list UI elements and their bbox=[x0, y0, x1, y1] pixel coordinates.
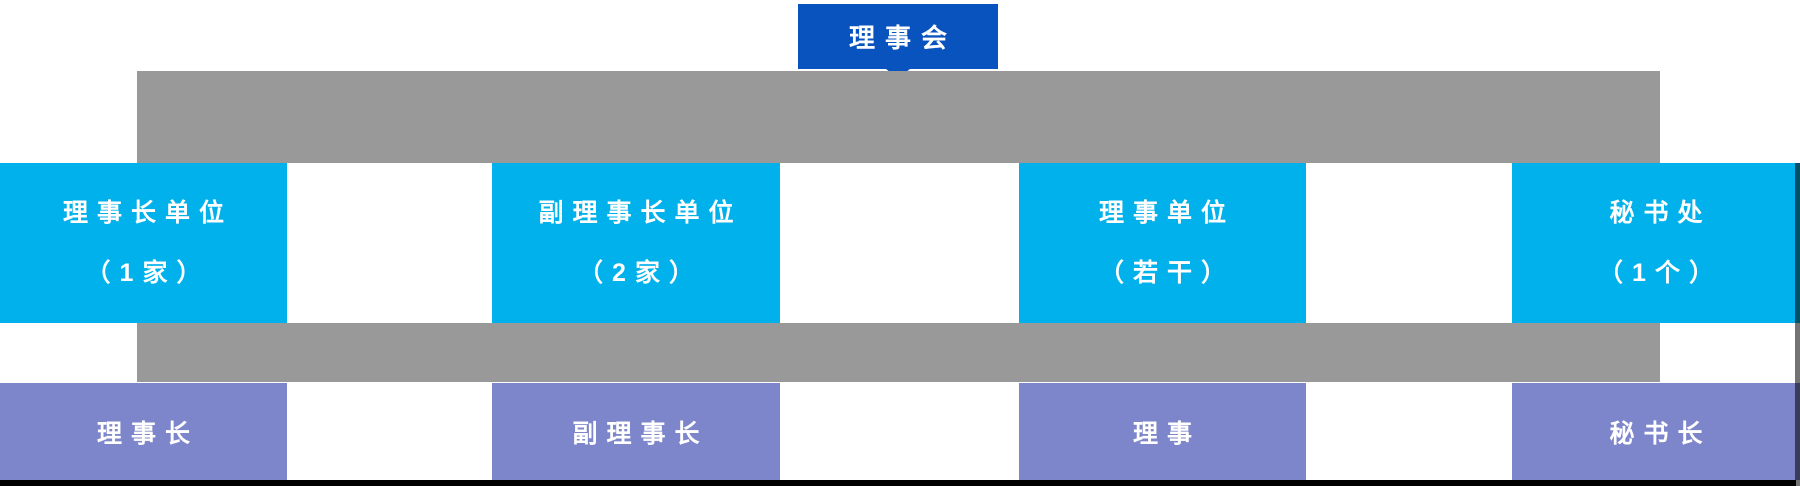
right-edge-shade bbox=[1795, 163, 1800, 486]
connector-bar-bottom bbox=[137, 323, 1660, 382]
unit-box-count: （2家） bbox=[578, 259, 703, 287]
role-box-secretary-general: 秘书长 bbox=[1512, 383, 1800, 480]
unit-box-chairman-unit: 理事长单位 （1家） bbox=[0, 163, 287, 323]
unit-box-director-unit: 理事单位 （若干） bbox=[1019, 163, 1306, 323]
unit-box-secretariat: 秘书处 （1个） bbox=[1512, 163, 1800, 323]
role-box-label: 理事 bbox=[1132, 419, 1201, 448]
unit-box-count: （1家） bbox=[85, 259, 211, 287]
unit-box-title: 理事单位 bbox=[1098, 199, 1235, 227]
root-node-label: 理事会 bbox=[848, 23, 957, 53]
connector-bar-top bbox=[137, 71, 1660, 163]
unit-box-vice-chairman-unit: 副理事长单位 （2家） bbox=[492, 163, 780, 323]
baseline-rule bbox=[0, 480, 1796, 486]
role-box-vice-chairman: 副理事长 bbox=[492, 383, 780, 480]
root-node-board: 理事会 bbox=[798, 4, 998, 69]
role-box-director: 理事 bbox=[1019, 383, 1306, 480]
unit-box-count: （1个） bbox=[1598, 259, 1723, 287]
unit-box-title: 副理事长单位 bbox=[538, 199, 743, 227]
unit-box-title: 秘书处 bbox=[1609, 199, 1712, 227]
role-box-label: 副理事长 bbox=[572, 419, 709, 448]
unit-box-title: 理事长单位 bbox=[62, 199, 233, 227]
role-box-chairman: 理事长 bbox=[0, 383, 287, 480]
unit-box-count: （若干） bbox=[1098, 259, 1235, 287]
role-box-label: 秘书长 bbox=[1609, 419, 1712, 448]
role-box-label: 理事长 bbox=[96, 419, 199, 448]
